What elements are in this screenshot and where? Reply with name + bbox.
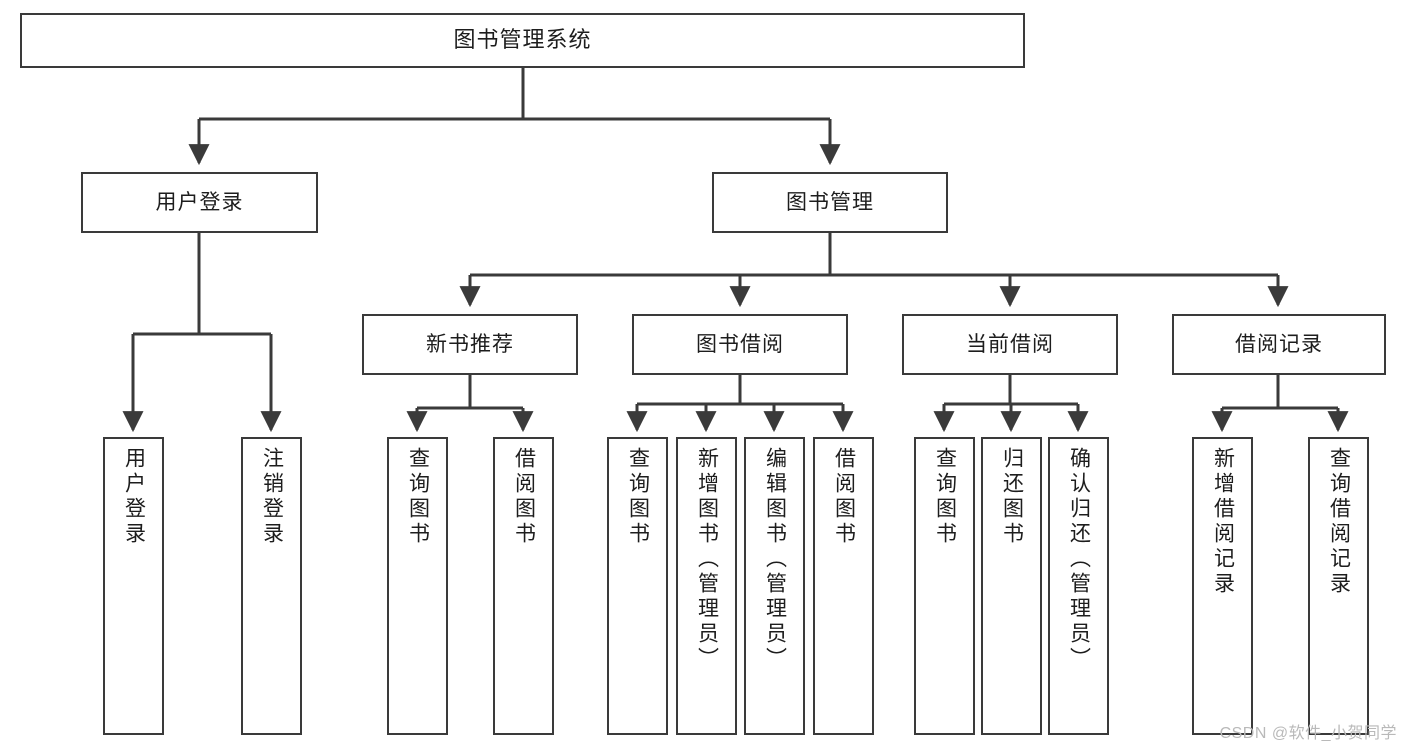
leaf-borrow-query-book-label: 查询图书 bbox=[626, 447, 650, 547]
node-borrow-record[interactable]: 借阅记录 bbox=[1172, 314, 1386, 375]
node-book-manage[interactable]: 图书管理 bbox=[712, 172, 948, 233]
csdn-watermark: CSDN @软件_小贺同学 bbox=[1219, 725, 1397, 742]
leaf-new-book-borrow[interactable]: 借阅图书 bbox=[493, 437, 554, 735]
node-current-borrow[interactable]: 当前借阅 bbox=[902, 314, 1118, 375]
node-user-login-label: 用户登录 bbox=[155, 190, 244, 214]
leaf-user-login-label: 用户登录 bbox=[122, 447, 146, 547]
leaf-record-add-label: 新增借阅记录 bbox=[1211, 447, 1235, 597]
leaf-borrow-edit-book-admin-label: 编辑图书（管理员） bbox=[763, 447, 787, 672]
leaf-record-query[interactable]: 查询借阅记录 bbox=[1308, 437, 1369, 735]
node-root-system[interactable]: 图书管理系统 bbox=[20, 13, 1025, 68]
leaf-current-confirm-return-admin[interactable]: 确认归还（管理员） bbox=[1048, 437, 1109, 735]
leaf-current-confirm-return-admin-label: 确认归还（管理员） bbox=[1067, 447, 1091, 672]
leaf-borrow-add-book-admin[interactable]: 新增图书（管理员） bbox=[676, 437, 737, 735]
leaf-new-book-query[interactable]: 查询图书 bbox=[387, 437, 448, 735]
leaf-new-book-query-label: 查询图书 bbox=[406, 447, 430, 547]
leaf-record-add[interactable]: 新增借阅记录 bbox=[1192, 437, 1253, 735]
node-root-system-label: 图书管理系统 bbox=[453, 27, 592, 53]
leaf-borrow-borrow-book-label: 借阅图书 bbox=[832, 447, 856, 547]
leaf-current-return-book[interactable]: 归还图书 bbox=[981, 437, 1042, 735]
leaf-record-query-label: 查询借阅记录 bbox=[1327, 447, 1351, 597]
leaf-current-query-book-label: 查询图书 bbox=[933, 447, 957, 547]
node-new-book-recommend[interactable]: 新书推荐 bbox=[362, 314, 578, 375]
leaf-current-query-book[interactable]: 查询图书 bbox=[914, 437, 975, 735]
leaf-borrow-add-book-admin-label: 新增图书（管理员） bbox=[695, 447, 719, 672]
leaf-current-return-book-label: 归还图书 bbox=[1000, 447, 1024, 547]
leaf-borrow-query-book[interactable]: 查询图书 bbox=[607, 437, 668, 735]
leaf-logout[interactable]: 注销登录 bbox=[241, 437, 302, 735]
leaf-user-login[interactable]: 用户登录 bbox=[103, 437, 164, 735]
node-user-login[interactable]: 用户登录 bbox=[81, 172, 318, 233]
leaf-new-book-borrow-label: 借阅图书 bbox=[512, 447, 536, 547]
leaf-borrow-borrow-book[interactable]: 借阅图书 bbox=[813, 437, 874, 735]
node-book-manage-label: 图书管理 bbox=[786, 190, 874, 214]
leaf-borrow-edit-book-admin[interactable]: 编辑图书（管理员） bbox=[744, 437, 805, 735]
node-borrow-record-label: 借阅记录 bbox=[1235, 332, 1323, 356]
node-book-borrow[interactable]: 图书借阅 bbox=[632, 314, 848, 375]
node-new-book-recommend-label: 新书推荐 bbox=[426, 332, 514, 356]
node-book-borrow-label: 图书借阅 bbox=[696, 332, 784, 356]
leaf-logout-label: 注销登录 bbox=[260, 447, 284, 547]
node-current-borrow-label: 当前借阅 bbox=[966, 332, 1054, 356]
